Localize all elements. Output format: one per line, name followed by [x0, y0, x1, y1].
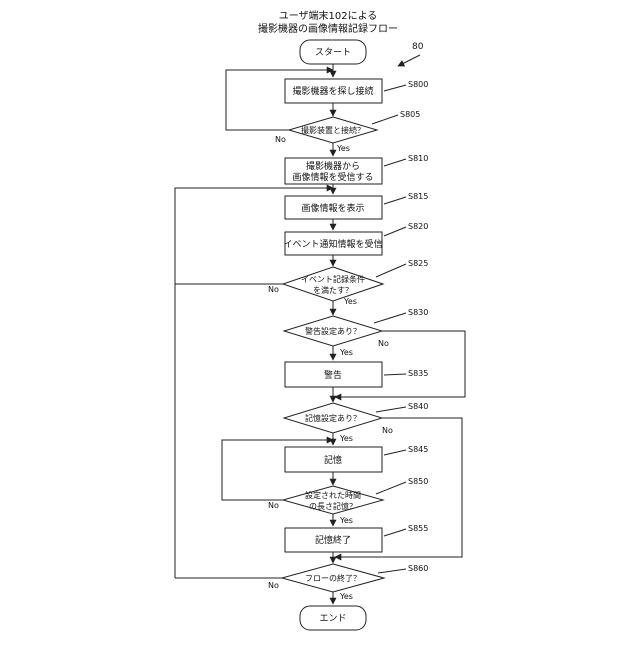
s810-step-id: S810: [408, 154, 428, 163]
s810-label-1: 撮影機器から: [306, 160, 360, 172]
s830-step-id: S830: [408, 308, 428, 317]
s850-label-1: 設定された時間: [305, 490, 361, 500]
s805-label: 撮影装置と接続？: [301, 125, 365, 135]
title-line-1: ユーザ端末102による: [279, 9, 378, 22]
s840-yes-label: Yes: [339, 434, 353, 443]
s860-leader: [378, 569, 406, 573]
end-label: エンド: [319, 614, 346, 624]
s840-leader: [376, 407, 406, 412]
s850-label-2: の長さ記憶？: [309, 501, 357, 511]
s800-leader: [384, 85, 406, 91]
s810-leader: [384, 159, 406, 166]
s855-label: 記憶終了: [315, 534, 351, 546]
figure-ref: 80: [412, 42, 424, 52]
s860-step-id: S860: [408, 564, 428, 573]
s815-label: 画像情報を表示: [301, 202, 364, 214]
s835-label: 警告: [324, 369, 342, 381]
s805-no-label: No: [275, 135, 286, 144]
s825-label-2: を満たす？: [313, 286, 353, 295]
s850-leader: [376, 482, 406, 494]
start-label: スタート: [315, 47, 351, 58]
s835-leader: [384, 374, 406, 375]
figure-ref-arrow: [398, 55, 420, 66]
s825-step-id: S825: [408, 259, 428, 268]
s850-no-label: No: [268, 501, 279, 510]
s830-leader: [374, 313, 406, 323]
s805-leader: [372, 115, 398, 124]
s825-leader: [376, 264, 406, 277]
s830-label: 警告設定あり？: [305, 326, 361, 336]
s830-no-label: No: [378, 339, 389, 348]
s835-step-id: S835: [408, 369, 428, 378]
s815-leader: [384, 197, 406, 204]
s850-step-id: S850: [408, 477, 428, 486]
s820-leader: [384, 227, 406, 236]
s805-yes-label: Yes: [336, 144, 350, 153]
s840-step-id: S840: [408, 402, 428, 411]
s805-step-id: S805: [400, 110, 420, 119]
s820-step-id: S820: [408, 222, 428, 231]
title-line-2: 撮影機器の画像情報記録フロー: [258, 22, 398, 35]
s855-leader: [384, 529, 406, 536]
s845-leader: [384, 450, 406, 455]
s845-step-id: S845: [408, 445, 428, 454]
s860-no-label: No: [268, 581, 279, 590]
s800-step-id: S800: [408, 80, 428, 89]
s840-label: 記憶設定あり？: [305, 413, 361, 423]
s825-yes-label: Yes: [343, 297, 357, 306]
s810-label-2: 画像情報を受信する: [292, 171, 373, 183]
s860-label: フローの終了？: [305, 573, 361, 583]
s820-label: イベント通知情報を受信: [283, 238, 382, 250]
s860-yes-label: Yes: [339, 592, 353, 601]
s840-no-label: No: [382, 426, 393, 435]
s855-step-id: S855: [408, 524, 428, 533]
s830-yes-label: Yes: [339, 348, 353, 357]
s815-step-id: S815: [408, 192, 428, 201]
s850-yes-label: Yes: [339, 516, 353, 525]
s845-label: 記憶: [324, 454, 342, 466]
decision-s825: [283, 267, 383, 301]
s800-label: 撮影機器を探し接続: [292, 85, 373, 97]
s825-no-label: No: [268, 285, 279, 294]
s825-label-1: イベント記録条件: [301, 274, 365, 284]
